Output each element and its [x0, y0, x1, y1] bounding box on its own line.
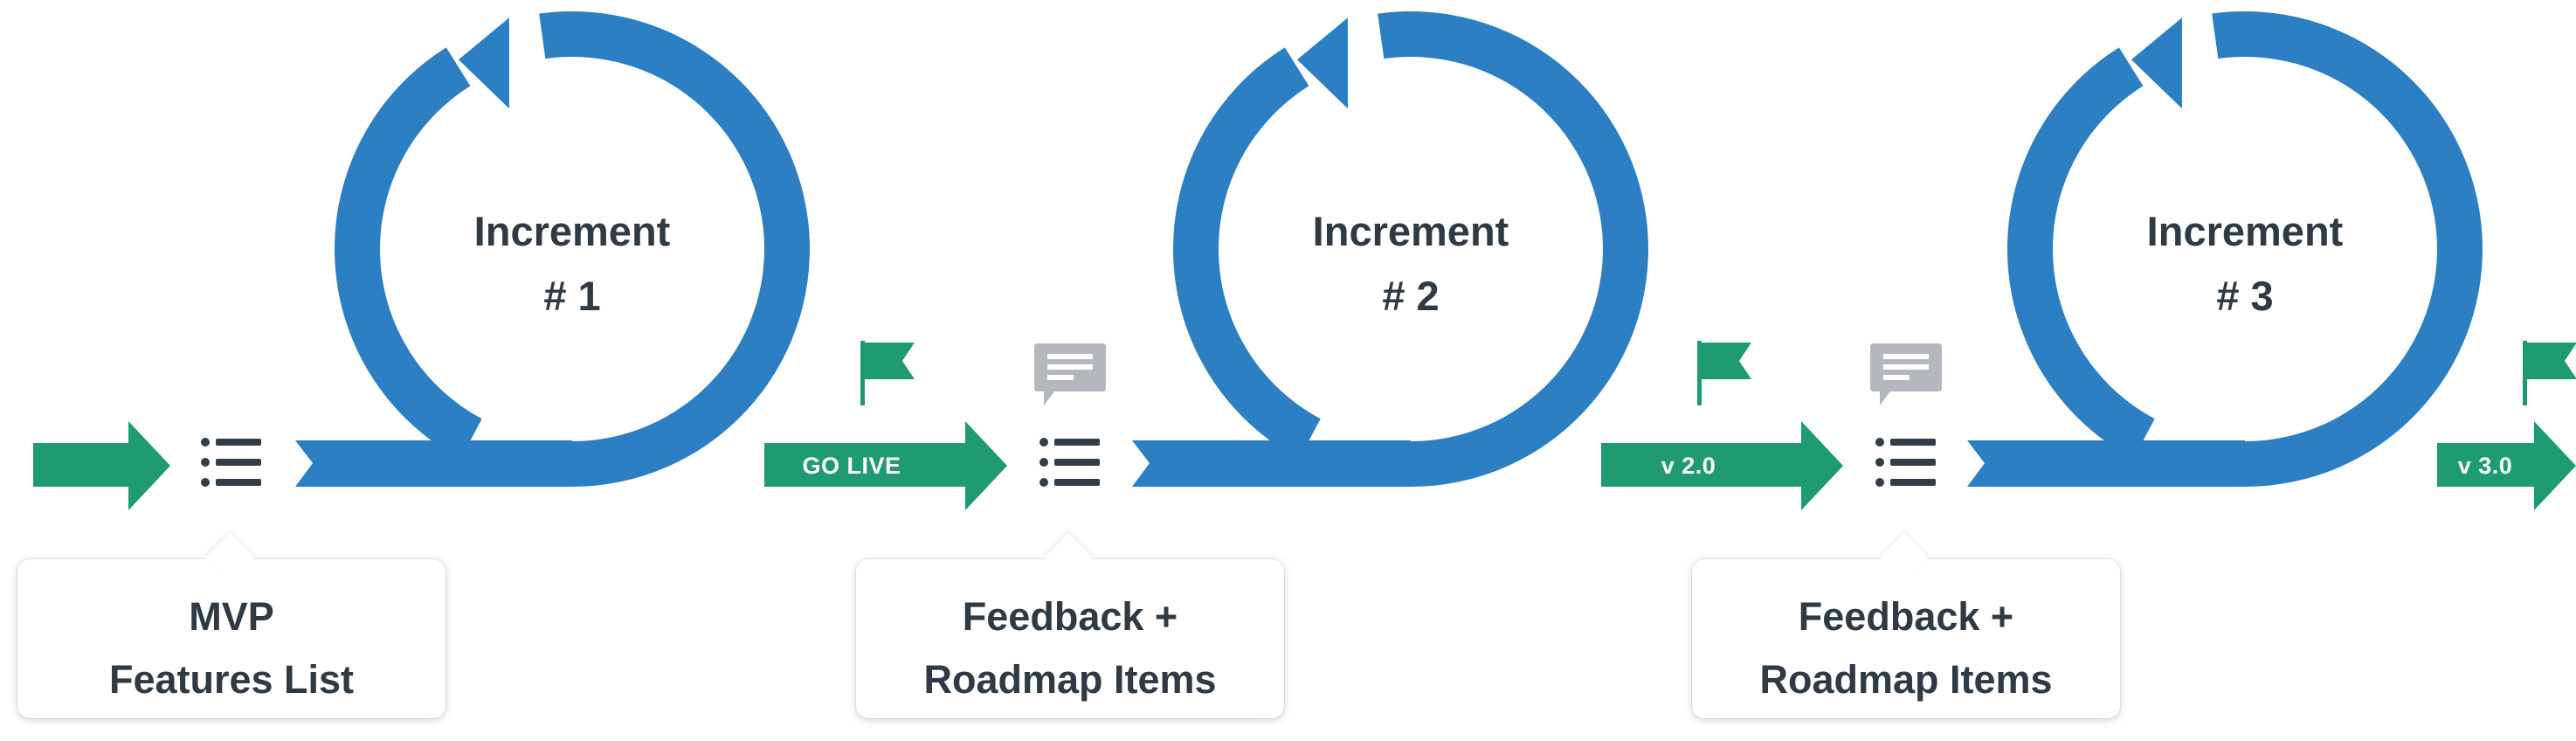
flag-3-pole: [2523, 341, 2527, 405]
loop-2-tail: [1132, 440, 1411, 487]
callout-3-line-1: Feedback +: [1798, 594, 2014, 639]
loop-1-arrowhead: [458, 17, 509, 109]
loop-1-ring: [539, 10, 810, 487]
callout-feedback-2: Feedback + Roadmap Items: [1692, 559, 2120, 718]
loop-1-tail: [295, 440, 572, 487]
comment-2-comment-icon: [1870, 343, 1942, 405]
increment-1-title: Increment: [473, 208, 671, 254]
list-3-bullet-3: [1875, 478, 1884, 487]
list-2-line-3: [1054, 479, 1100, 486]
callout-feedback-1-text: Feedback + Roadmap Items: [856, 585, 1284, 711]
callout-2-line-1: Feedback +: [962, 594, 1178, 639]
comment-2-line-1: [1883, 354, 1929, 359]
loop-1-left-arc: [335, 47, 482, 460]
callout-mvp-features-text: MVP Features List: [17, 585, 445, 711]
list-1-line-2: [216, 459, 261, 466]
comment-2-line-2: [1883, 364, 1929, 370]
list-3-line-2: [1890, 459, 1936, 466]
callout-3-line-2: Roadmap Items: [1759, 657, 2053, 702]
increment-2-title: Increment: [1312, 208, 1509, 254]
callout-2-line-2: Roadmap Items: [923, 657, 1217, 702]
list-1-bullet-1: [201, 438, 210, 447]
loop-2-ring: [1378, 11, 1648, 488]
list-1-line-3: [216, 479, 261, 486]
release-arrow-3-arrow-right-icon: [1601, 421, 1843, 510]
list-3-bullet-2: [1875, 458, 1884, 467]
flag-1-flag-icon: [865, 343, 915, 379]
loop-3-left-arc: [2007, 47, 2155, 460]
loop-2-arrowhead: [1296, 17, 1348, 109]
callout-mvp-features: MVP Features List: [17, 559, 445, 718]
loop-3-arrowhead: [2131, 17, 2182, 109]
increment-3-title: Increment: [2146, 208, 2344, 254]
flag-2-flag-icon: [1702, 343, 1751, 379]
callout-1-line-1: MVP: [189, 594, 274, 639]
list-3-line-1: [1890, 439, 1936, 446]
release-arrow-4-arrow-right-icon: [2437, 421, 2576, 510]
comment-1-comment-icon: [1034, 343, 1106, 405]
release-arrow-2-arrow-right-icon: [764, 421, 1007, 510]
loop-3-tail: [1967, 440, 2245, 487]
list-2-bullet-1: [1039, 438, 1048, 447]
increment-3-number: # 3: [2216, 273, 2274, 319]
flag-3-flag-icon: [2527, 343, 2576, 379]
list-1-bullet-2: [201, 458, 210, 467]
flag-1-pole: [860, 341, 865, 405]
release-arrow-go-live-label: GO LIVE: [802, 453, 901, 479]
list-1-bullet-3: [201, 478, 210, 487]
list-3-line-3: [1890, 479, 1936, 486]
increment-1-label: Increment # 1: [389, 199, 756, 329]
list-3-bullet-1: [1875, 438, 1884, 447]
release-arrow-v2-label: v 2.0: [1661, 453, 1716, 479]
list-2-line-1: [1054, 439, 1100, 446]
comment-2-line-3: [1883, 375, 1910, 380]
callout-feedback-1: Feedback + Roadmap Items: [856, 559, 1284, 718]
comment-1-line-1: [1047, 354, 1093, 359]
increment-3-label: Increment # 3: [2061, 199, 2428, 329]
callout-feedback-2-text: Feedback + Roadmap Items: [1692, 585, 2120, 711]
loop-2-left-arc: [1173, 47, 1321, 460]
increment-1-number: # 1: [543, 273, 601, 319]
release-arrow-v3-label: v 3.0: [2457, 453, 2513, 479]
loop-3-ring: [2212, 11, 2483, 488]
increment-2-number: # 2: [1382, 273, 1440, 319]
increment-2-label: Increment # 2: [1227, 199, 1594, 329]
list-2-bullet-3: [1039, 478, 1048, 487]
comment-1-line-2: [1047, 364, 1093, 370]
list-2-line-2: [1054, 459, 1100, 466]
release-arrow-1-arrow-right-icon: [33, 421, 170, 510]
list-2-bullet-2: [1039, 458, 1048, 467]
list-1-line-1: [216, 439, 261, 446]
comment-1-line-3: [1047, 375, 1074, 380]
flag-2-pole: [1697, 341, 1702, 405]
release-arrow-1-label: [35, 448, 140, 483]
callout-1-line-2: Features List: [108, 657, 355, 702]
